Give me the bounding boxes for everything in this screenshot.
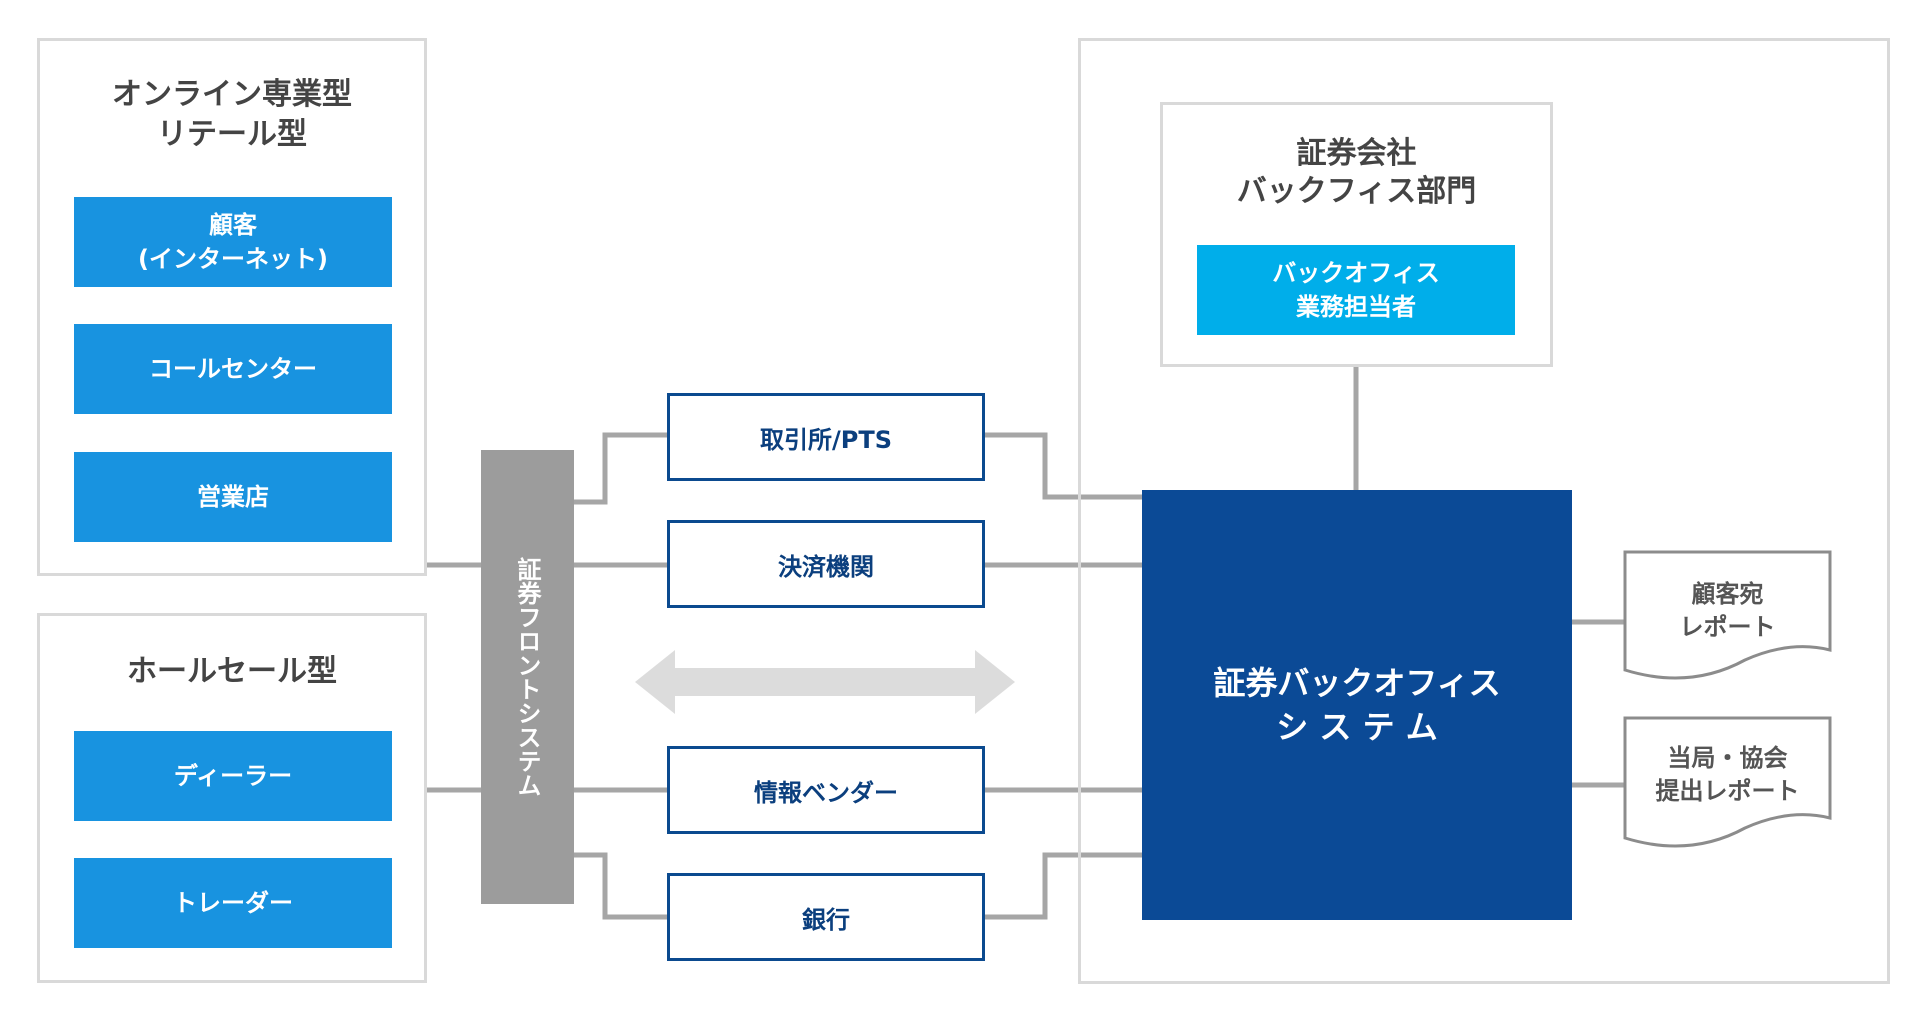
core-system-line1: 証券バックオフィス bbox=[1213, 664, 1501, 702]
core-back-office-system: 証券バックオフィス シ ス テ ム bbox=[1142, 490, 1572, 920]
external-bank: 銀行 bbox=[667, 873, 985, 961]
retail-item-customer: 顧客 (インターネット) bbox=[74, 197, 392, 287]
right-panel bbox=[1078, 38, 1890, 984]
wholesale-item-dealer: ディーラー bbox=[74, 731, 392, 821]
wholesale-item-trader: トレーダー bbox=[74, 858, 392, 948]
front-system-bar: 証券フロントシステム bbox=[481, 450, 574, 904]
wholesale-panel: ホールセール型 ディーラー トレーダー bbox=[37, 613, 427, 983]
wholesale-panel-title: ホールセール型 bbox=[127, 654, 337, 689]
external-exchange-pts: 取引所/PTS bbox=[667, 393, 985, 481]
retail-panel-title: オンライン専業型 リテール型 bbox=[112, 77, 352, 152]
customer-report-label: 顧客宛 レポート bbox=[1679, 580, 1776, 641]
authority-report-label: 当局・協会 提出レポート bbox=[1655, 744, 1800, 805]
retail-item-call-center: コールセンター bbox=[74, 324, 392, 414]
external-clearing-house: 決済機関 bbox=[667, 520, 985, 608]
core-system-line2: シ ス テ ム bbox=[1276, 708, 1438, 746]
customer-report-document-icon bbox=[1623, 550, 1832, 680]
retail-panel: オンライン専業型 リテール型 顧客 (インターネット) コールセンター 営業店 bbox=[37, 38, 427, 576]
bidirectional-arrow-icon bbox=[635, 650, 1015, 714]
back-office-group: 証券会社 バックフィス部門 バックオフィス 業務担当者 bbox=[1160, 102, 1553, 367]
back-office-staff: バックオフィス 業務担当者 bbox=[1197, 245, 1515, 335]
external-info-vendor: 情報ベンダー bbox=[667, 746, 985, 834]
authority-report-document-icon bbox=[1623, 716, 1832, 848]
retail-item-branch: 営業店 bbox=[74, 452, 392, 542]
back-office-group-title: 証券会社 バックフィス部門 bbox=[1236, 136, 1477, 209]
